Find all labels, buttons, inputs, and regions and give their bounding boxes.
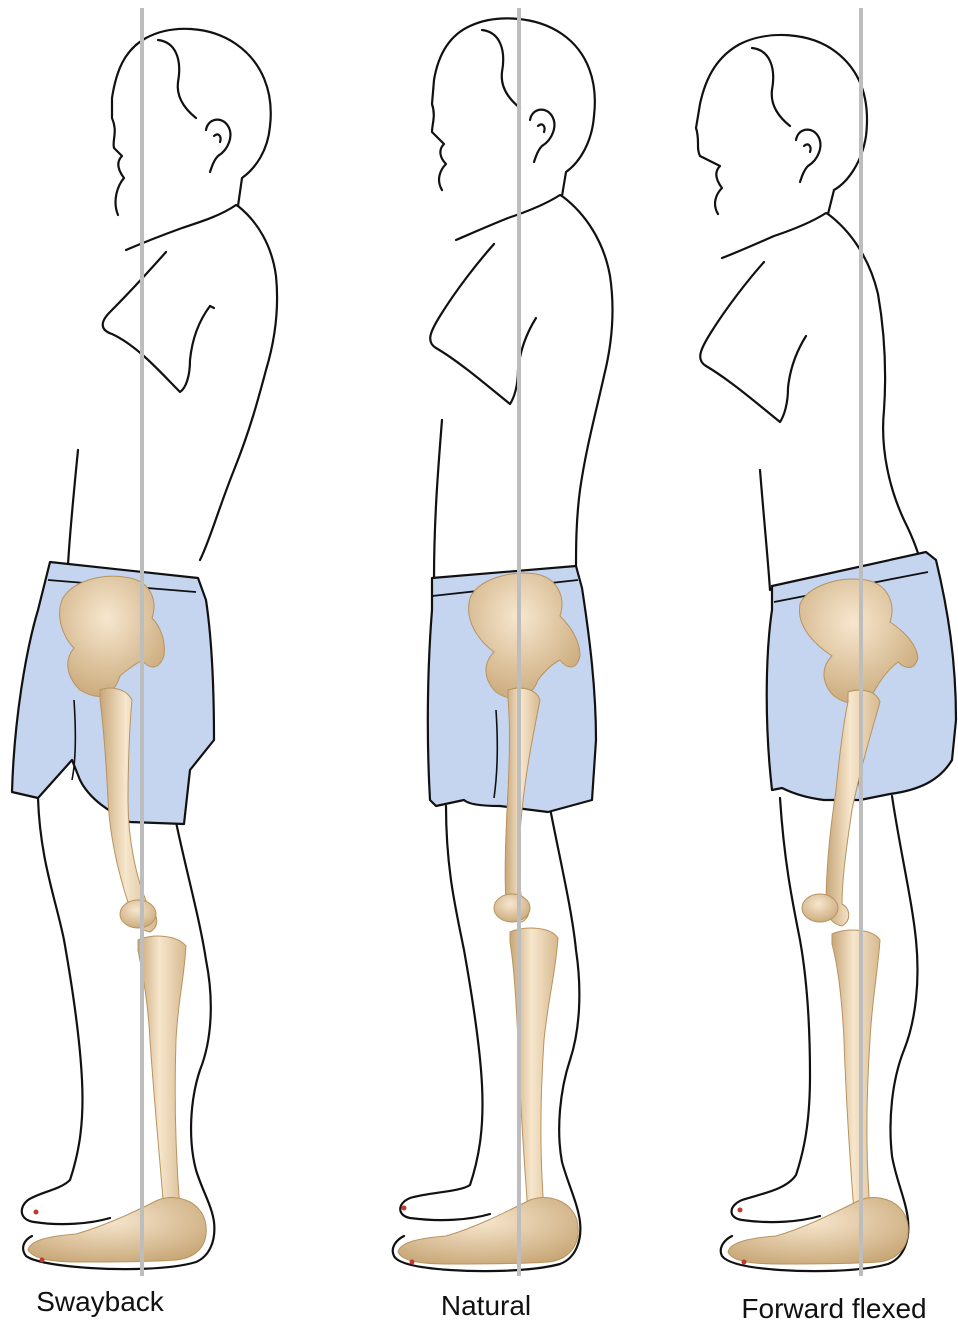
- toenail: [402, 1206, 407, 1211]
- toenail: [40, 1258, 45, 1263]
- figure-forward-flexed: [696, 8, 956, 1276]
- toenail: [742, 1260, 747, 1265]
- tibia-bone: [832, 930, 880, 1212]
- toenail: [410, 1260, 415, 1265]
- foot-bones: [398, 1198, 578, 1264]
- foot-bones: [28, 1198, 206, 1262]
- kneecap-bone: [494, 894, 530, 922]
- kneecap-bone: [802, 894, 838, 922]
- tibia-bone: [138, 936, 186, 1212]
- caption-forward-flexed: Forward flexed: [741, 1293, 926, 1325]
- caption-swayback: Swayback: [36, 1286, 164, 1318]
- figure-natural: [393, 8, 613, 1276]
- toenail: [34, 1210, 39, 1215]
- toenail: [738, 1208, 743, 1213]
- foot-bones: [728, 1198, 908, 1264]
- kneecap-bone: [120, 900, 156, 928]
- figure-swayback: [12, 8, 277, 1276]
- caption-natural: Natural: [441, 1290, 531, 1322]
